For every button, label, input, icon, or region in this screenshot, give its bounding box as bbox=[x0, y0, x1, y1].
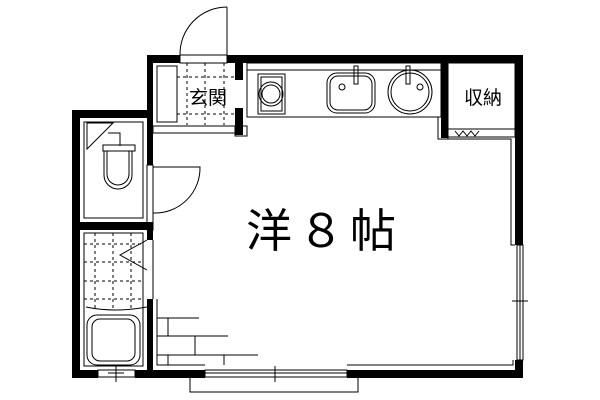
toilet-room bbox=[83, 121, 201, 231]
entrance-area: 玄関 bbox=[152, 63, 248, 137]
bathtub bbox=[86, 314, 141, 366]
bathroom bbox=[83, 232, 148, 382]
storage-label: 収納 bbox=[464, 87, 502, 109]
sink bbox=[326, 72, 376, 114]
entrance-label: 玄関 bbox=[189, 87, 227, 109]
stove bbox=[257, 73, 286, 115]
storage: 収納 bbox=[437, 62, 516, 140]
entrance-door bbox=[179, 6, 228, 64]
main-room-label: 洋８帖 bbox=[246, 204, 402, 258]
kitchen-counter bbox=[246, 62, 442, 118]
balcony bbox=[189, 378, 359, 393]
main-room: 洋８帖 bbox=[152, 138, 528, 393]
walls bbox=[72, 55, 523, 378]
